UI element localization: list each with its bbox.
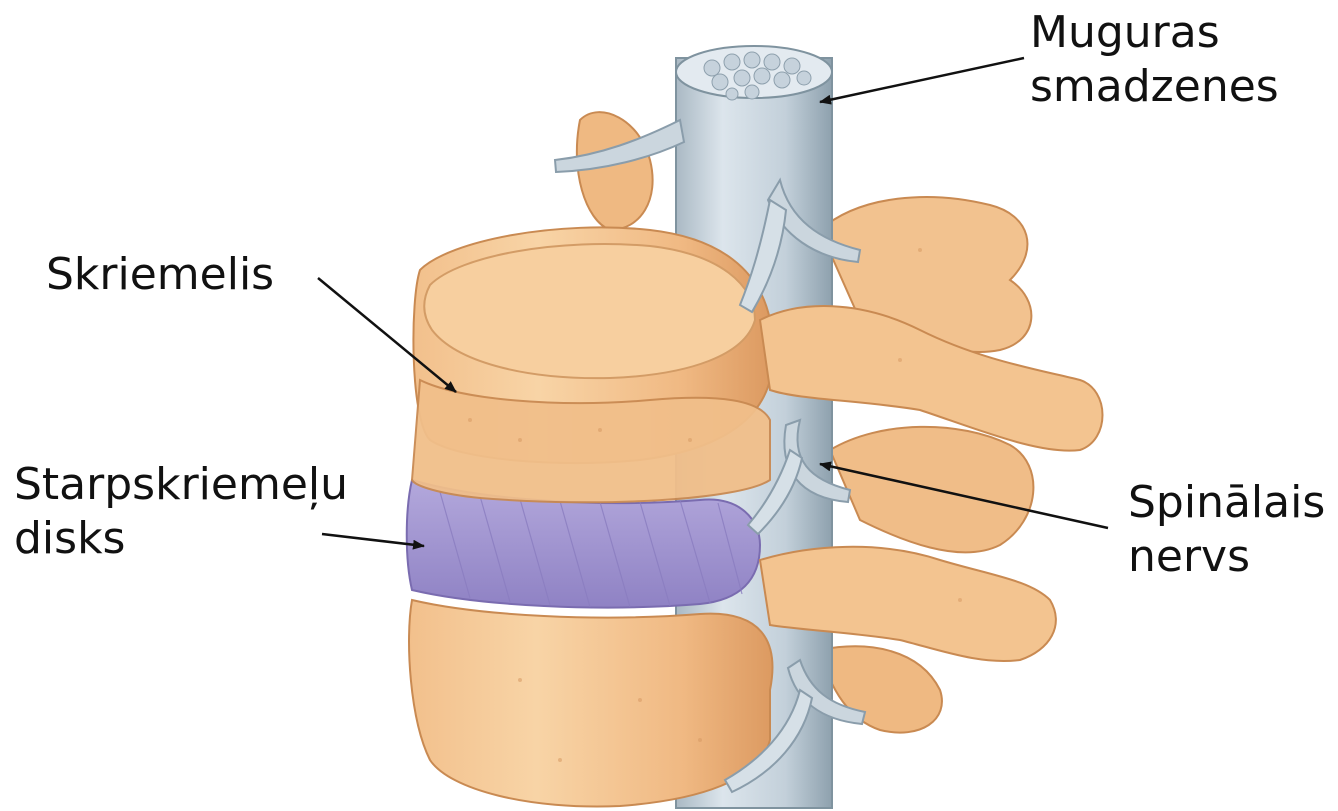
label-spinal-cord-line-1: Muguras	[1030, 6, 1279, 60]
label-disc-line-2: disks	[14, 512, 348, 566]
label-disc-line-1: Starpskriemeļu	[14, 458, 348, 512]
lower-vertebra-body	[409, 600, 772, 807]
label-spinal-cord: Muguras smadzenes	[1030, 6, 1279, 114]
upper-back-process	[577, 112, 653, 230]
upper-vertebra-top-surface	[424, 244, 755, 378]
label-spinal-cord-line-2: smadzenes	[1030, 60, 1279, 114]
label-vertebra-line-1: Skriemelis	[46, 248, 274, 302]
label-spinal-nerve: Spinālais nervs	[1128, 476, 1325, 584]
arrow-spinal-cord	[820, 58, 1024, 102]
label-disc: Starpskriemeļu disks	[14, 458, 348, 566]
label-vertebra: Skriemelis	[46, 248, 274, 302]
label-spinal-nerve-line-2: nervs	[1128, 530, 1325, 584]
label-spinal-nerve-line-1: Spinālais	[1128, 476, 1325, 530]
